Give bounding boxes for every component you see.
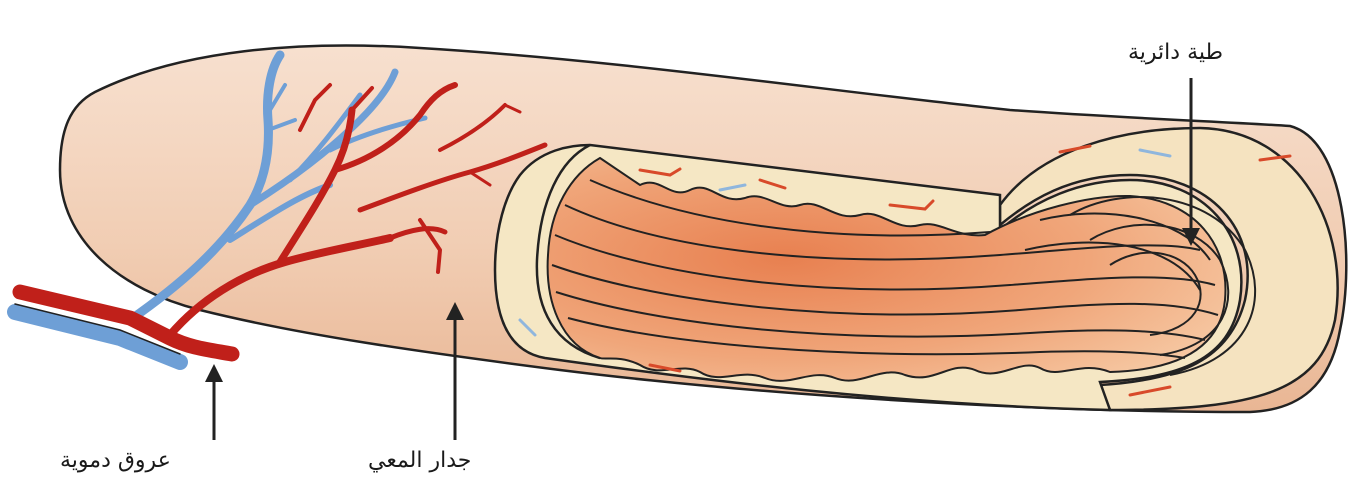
- label-blood-vessels: عروق دموية: [60, 448, 171, 473]
- label-intestine-wall: جدار المعي: [368, 448, 471, 473]
- arrow-up-icon: [205, 364, 223, 440]
- label-circular-folds: طية دائرية: [1128, 40, 1223, 65]
